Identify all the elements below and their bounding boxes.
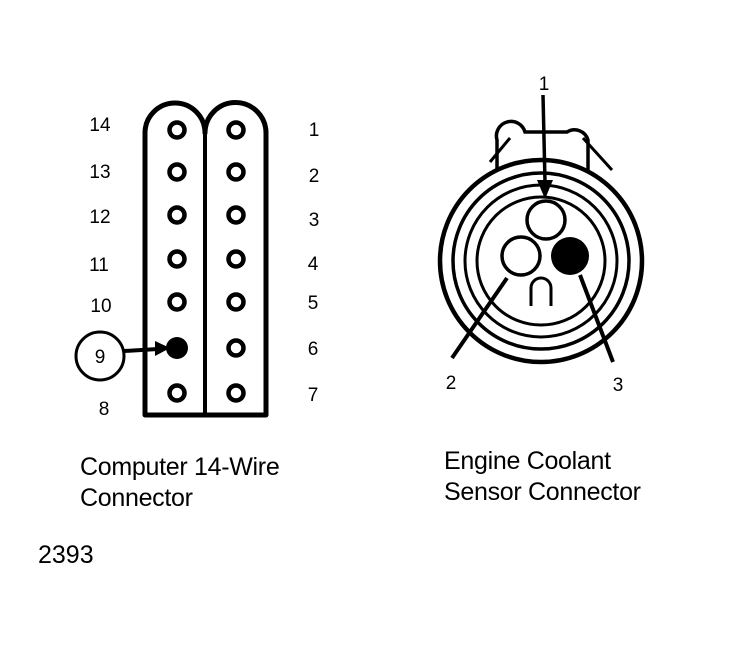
pin-label-2: 2 xyxy=(309,166,320,187)
connector-body xyxy=(142,100,269,418)
callout-arrow-line xyxy=(123,347,159,353)
pin-label-6: 6 xyxy=(308,339,319,360)
terminal-label-1: 1 xyxy=(539,74,550,95)
pin-hole xyxy=(226,338,246,358)
caption-line: Engine Coolant xyxy=(444,447,611,475)
computer-connector-caption: Computer 14-Wire Connector xyxy=(80,452,280,514)
pin-hole xyxy=(226,205,246,225)
leader-3 xyxy=(578,274,615,363)
latch-line-left xyxy=(488,137,512,163)
key-slot xyxy=(529,276,553,306)
pin-hole xyxy=(167,383,187,403)
pin-label-10: 10 xyxy=(90,296,111,317)
computer-14-wire-connector: 14 13 12 11 10 9 8 1 2 3 4 5 6 7 xyxy=(74,100,320,420)
pin-label-3: 3 xyxy=(309,210,320,231)
caption-line: Sensor Connector xyxy=(444,478,641,506)
pin-hole xyxy=(167,120,187,140)
callout-arrow-head xyxy=(155,341,170,356)
figure-number: 2393 xyxy=(38,541,94,569)
pin-hole-filled xyxy=(166,337,188,359)
locking-tab xyxy=(494,119,590,172)
pin-label-5: 5 xyxy=(308,293,319,314)
pin-label-9: 9 xyxy=(95,347,106,368)
pin-label-4: 4 xyxy=(308,254,319,275)
terminal-2 xyxy=(500,235,542,277)
terminal-label-2: 2 xyxy=(446,373,457,394)
pin-hole xyxy=(226,292,246,312)
caption-line: Connector xyxy=(80,484,193,512)
leader-1 xyxy=(541,94,547,183)
pin-label-13: 13 xyxy=(89,162,110,183)
pin-hole xyxy=(226,120,246,140)
latch-line-right xyxy=(581,136,614,172)
pin-hole xyxy=(167,249,187,269)
pin-label-1: 1 xyxy=(309,120,320,141)
caption-line: Computer 14-Wire xyxy=(80,453,280,481)
pin-hole xyxy=(167,205,187,225)
pin-hole xyxy=(226,383,246,403)
pin-label-8: 8 xyxy=(99,399,110,420)
leader-2 xyxy=(450,276,509,360)
terminal-3-filled xyxy=(551,237,589,275)
terminal-1 xyxy=(525,199,567,241)
left-pin-column xyxy=(166,120,188,403)
pin-label-7: 7 xyxy=(308,385,319,406)
right-pin-column xyxy=(226,120,246,403)
pin-label-11: 11 xyxy=(89,255,109,276)
pin-label-12: 12 xyxy=(89,207,110,228)
coolant-sensor-caption: Engine Coolant Sensor Connector xyxy=(444,446,641,508)
pin-hole xyxy=(226,162,246,182)
coolant-sensor-connector: 1 2 3 xyxy=(437,74,645,396)
pin-hole xyxy=(226,249,246,269)
terminal-label-3: 3 xyxy=(613,375,624,396)
callout-circle xyxy=(74,330,126,382)
inner-ring xyxy=(475,195,607,327)
pin-9-callout: 9 xyxy=(74,330,170,382)
pin-label-14: 14 xyxy=(89,115,111,136)
pin-hole xyxy=(167,162,187,182)
leader-1-arrowhead xyxy=(537,180,553,199)
pin-hole xyxy=(167,292,187,312)
ring-2 xyxy=(451,171,631,351)
